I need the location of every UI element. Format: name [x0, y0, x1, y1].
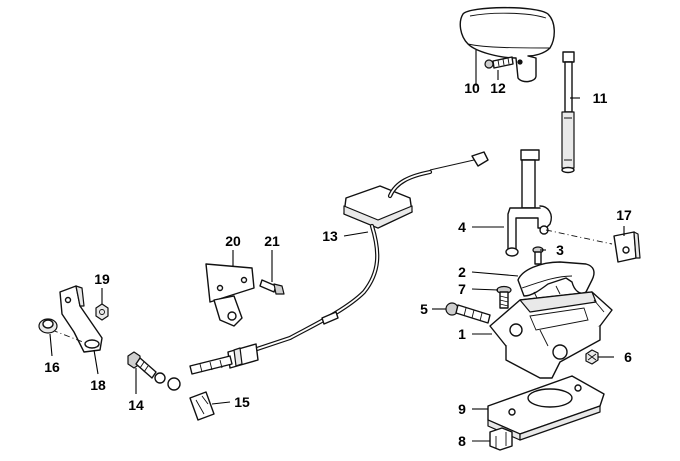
selector-lever-part [505, 149, 552, 257]
shift-rod-part [561, 51, 575, 174]
callout-label-8: 8 [458, 433, 466, 449]
callout-label-6: 6 [624, 349, 632, 365]
bolt-part-5 [445, 302, 491, 324]
ball-stud-part [127, 351, 181, 391]
shift-knob-part [459, 6, 555, 83]
callout-label-11: 11 [593, 90, 608, 106]
callout-label-2: 2 [458, 264, 466, 280]
shift-cable-part [189, 151, 489, 375]
callout-label-7: 7 [458, 281, 466, 297]
selector-housing-part [489, 291, 613, 379]
callout-label-16: 16 [44, 359, 60, 375]
callout-label-1: 1 [458, 326, 466, 342]
clip-part-17 [613, 231, 641, 263]
screw-part-7 [496, 285, 512, 309]
bushing-part-8 [489, 427, 513, 451]
callout-label-21: 21 [264, 233, 280, 249]
bracket-part-20 [205, 263, 255, 327]
callout-label-13: 13 [322, 228, 338, 244]
callout-label-19: 19 [94, 271, 110, 287]
screw-part-21 [259, 279, 285, 295]
mounting-bracket-part [59, 285, 103, 353]
nut-part-6 [585, 349, 599, 365]
callout-label-5: 5 [420, 301, 428, 317]
callout-label-9: 9 [458, 401, 466, 417]
callout-label-12: 12 [490, 80, 506, 96]
clip-part-15 [189, 391, 215, 421]
callout-label-18: 18 [90, 377, 106, 393]
callout-label-20: 20 [225, 233, 241, 249]
small-bolt-part [532, 246, 544, 265]
base-plate-part [487, 375, 605, 441]
callout-label-3: 3 [556, 242, 564, 258]
callout-labels: 10 12 11 4 17 3 2 7 5 1 6 9 8 13 20 21 1… [44, 80, 632, 449]
callout-label-14: 14 [128, 397, 144, 413]
callout-label-4: 4 [458, 219, 466, 235]
leader-lines [49, 50, 625, 442]
nut-part-19 [95, 303, 109, 321]
callout-label-10: 10 [464, 80, 480, 96]
knob-screw-part [484, 56, 514, 69]
callout-label-17: 17 [616, 207, 632, 223]
callout-label-15: 15 [234, 394, 250, 410]
grommet-part [38, 318, 58, 334]
